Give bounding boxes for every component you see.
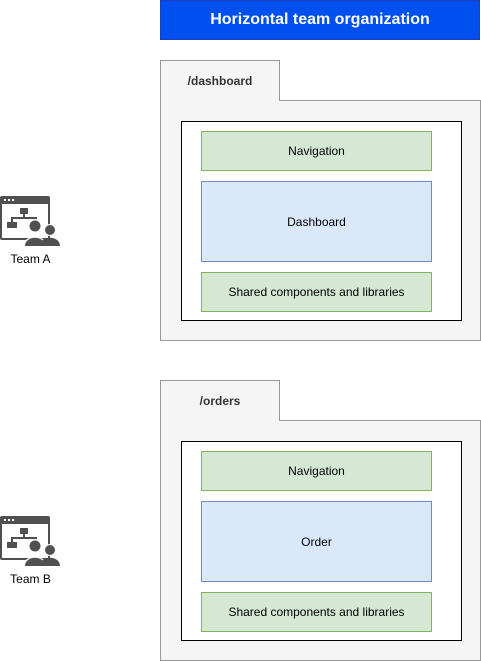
route-panel-dashboard: Navigation Dashboard Shared components a… [160,100,481,341]
team-label: Team A [10,252,51,266]
shared-components-block: Shared components and libraries [201,272,432,312]
shared-components-block: Shared components and libraries [201,592,432,632]
route-tab-orders: /orders [160,380,280,421]
diagram-title: Horizontal team organization [160,0,480,40]
order-block: Order [201,501,432,582]
route-tab-dashboard: /dashboard [160,60,280,101]
navigation-block: Navigation [201,451,432,491]
navigation-block: Navigation [201,131,432,171]
app-frame-dashboard: Navigation Dashboard Shared components a… [181,121,462,321]
team-a: Team A [0,196,61,266]
team-hierarchy-icon [0,516,60,566]
route-panel-orders: Navigation Order Shared components and l… [160,420,481,661]
team-hierarchy-icon [0,196,60,246]
team-b: Team B [0,516,61,586]
team-label: Team B [10,572,51,586]
app-frame-orders: Navigation Order Shared components and l… [181,441,462,641]
dashboard-block: Dashboard [201,181,432,262]
